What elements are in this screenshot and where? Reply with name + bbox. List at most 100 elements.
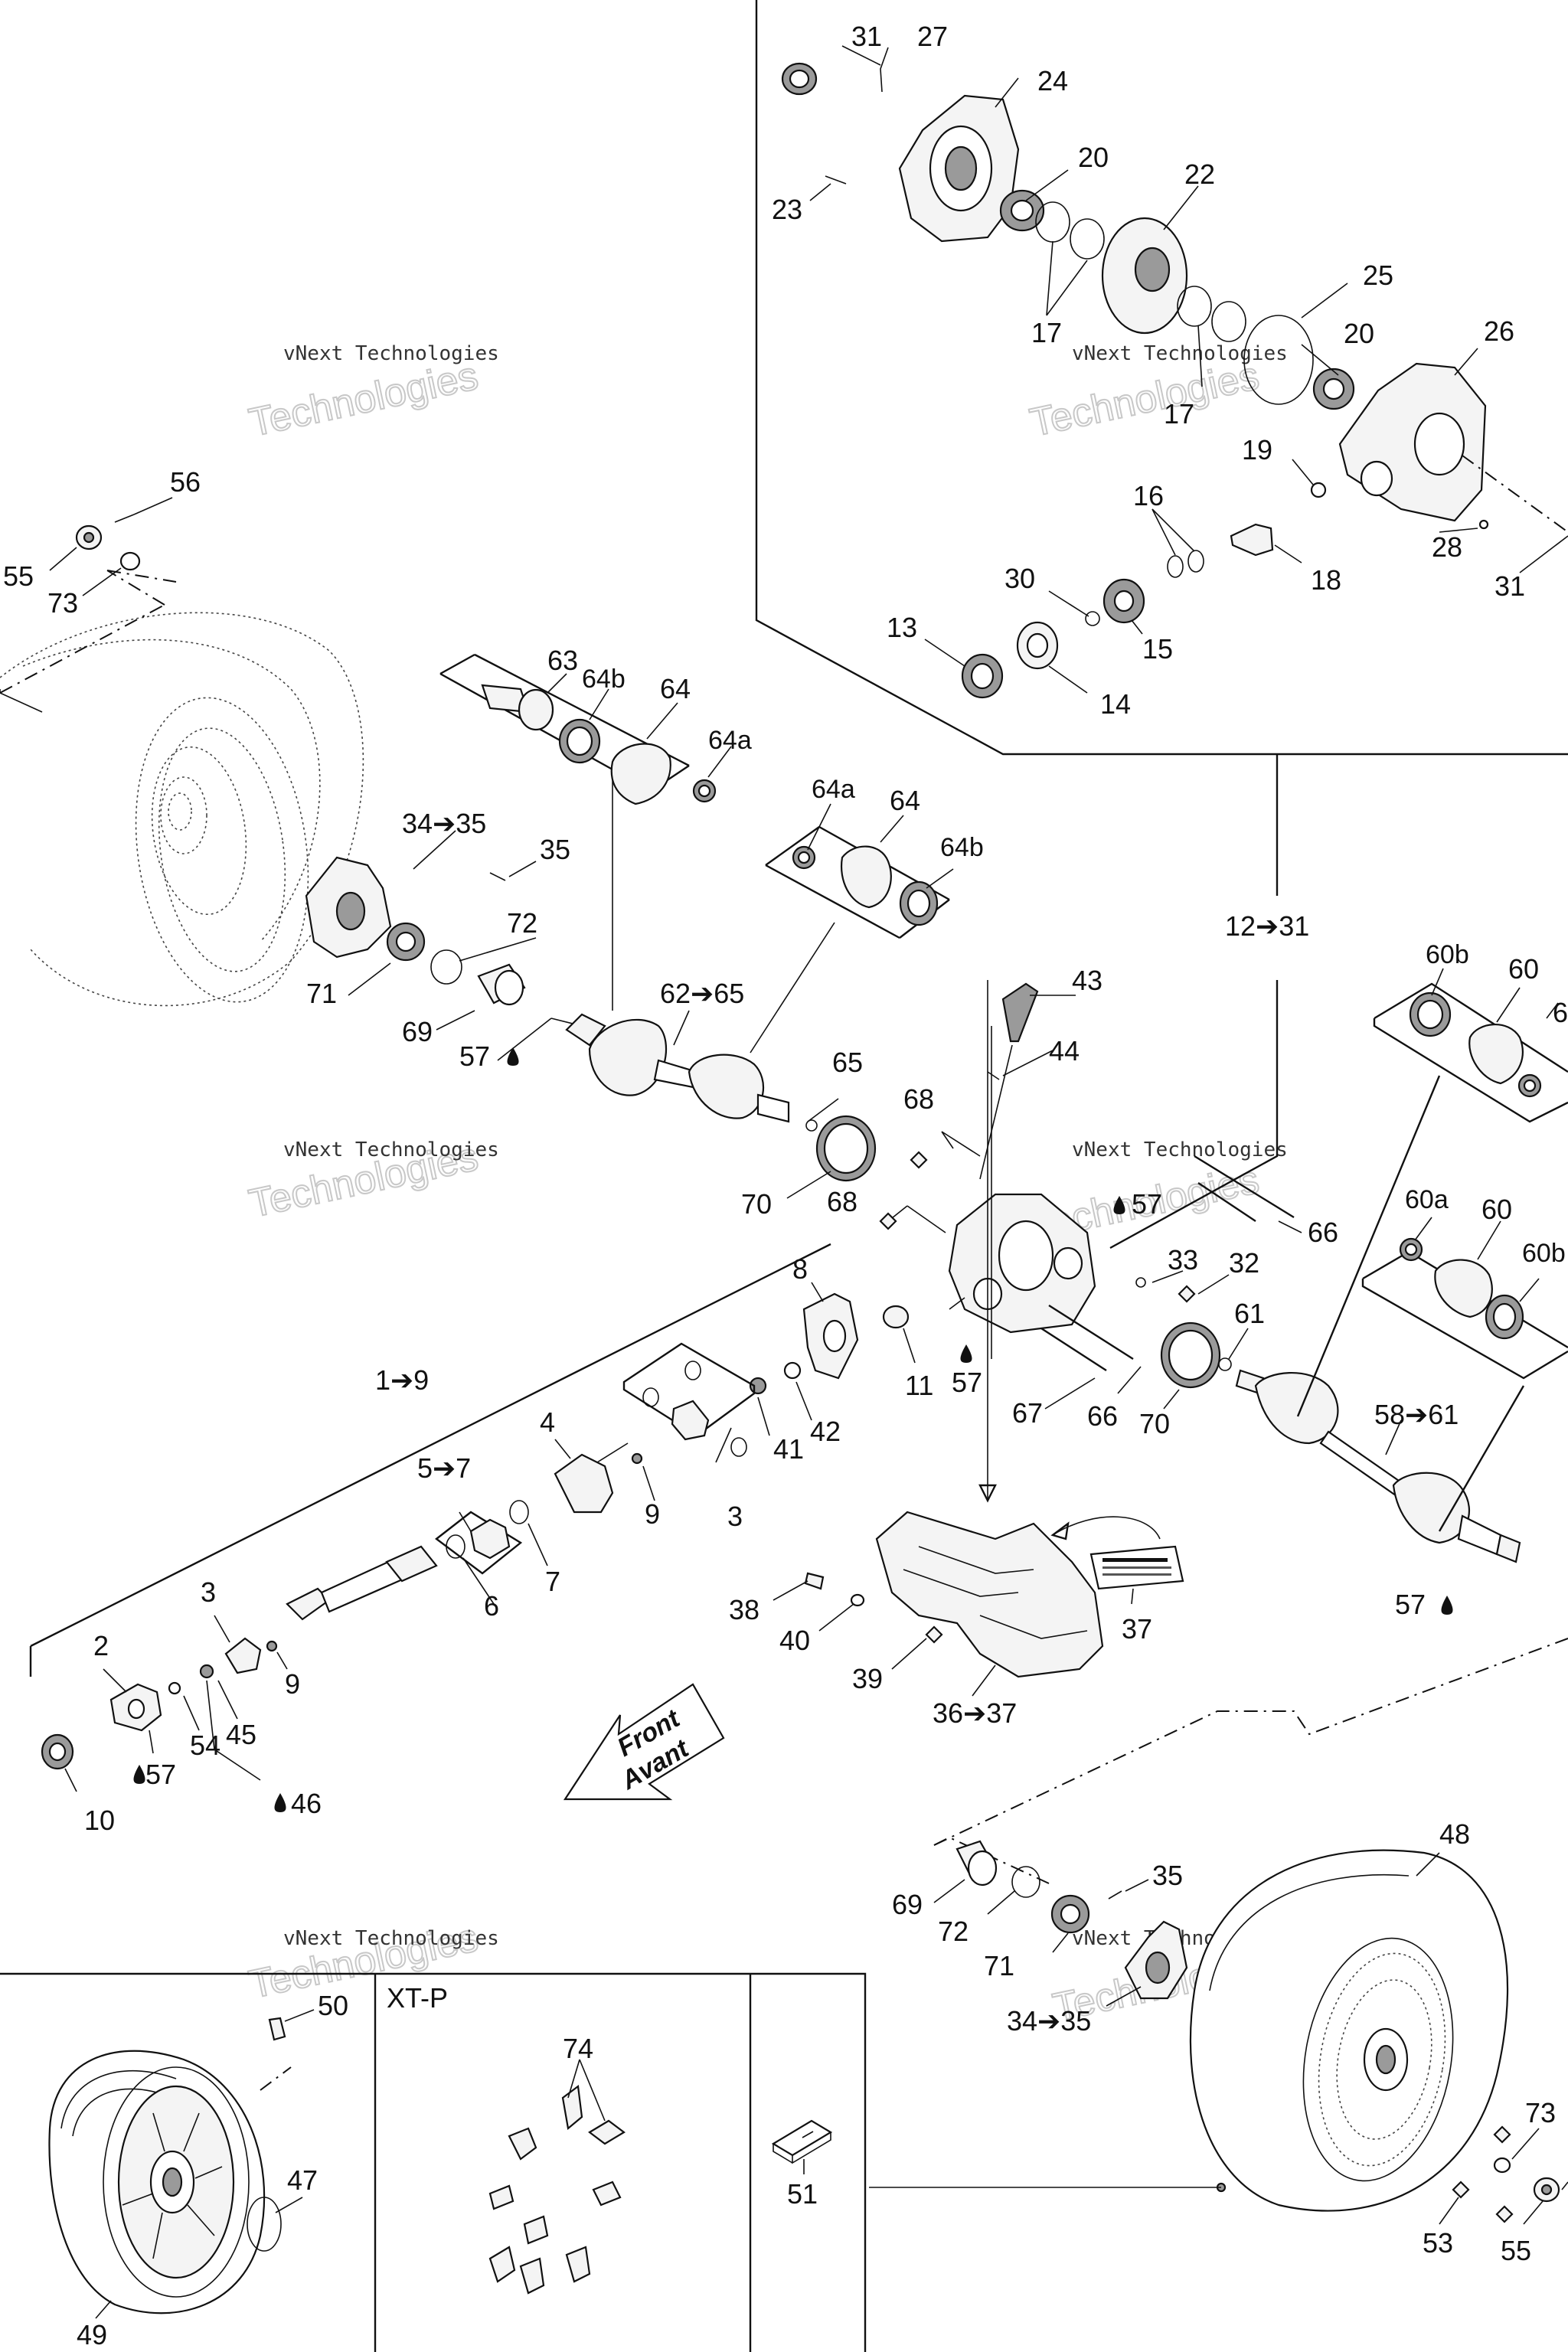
part-label-64-b: 64 (890, 785, 920, 816)
shims-17-bottom (1177, 286, 1246, 342)
part-label-31a: 31 (851, 21, 882, 52)
yoke-4 (554, 1453, 614, 1514)
part-label-66a: 66 (1308, 1217, 1338, 1248)
clip-kit-51 (771, 2119, 833, 2164)
stub-63 (481, 684, 554, 731)
part-label-41: 41 (773, 1433, 804, 1465)
bolts-66-top (1194, 1155, 1295, 1222)
nut-55-top (75, 524, 103, 550)
part-label-20b: 20 (1344, 318, 1374, 349)
leader-top-wheel (0, 604, 165, 694)
boot-60-bottom (1434, 1259, 1493, 1318)
part-label-72a: 72 (507, 907, 537, 939)
breather-tube (979, 1044, 1013, 1180)
clips-74 (488, 2084, 626, 2295)
clamp-64a-top (692, 779, 717, 803)
vent-tube-27 (880, 47, 889, 93)
pinion-18 (1230, 523, 1274, 557)
part-label-61: 61 (1234, 1298, 1265, 1329)
part-label-12-31: 12➔31 (1225, 910, 1309, 942)
part-label-73b: 73 (1525, 2097, 1556, 2128)
svg-text:vNext Technologies: vNext Technologies (1072, 1138, 1288, 1161)
part-label-64a-a: 64a (708, 726, 752, 755)
svg-text:vNext Technologies: vNext Technologies (283, 342, 499, 365)
prop-shaft-main (286, 1545, 438, 1621)
washer-40 (850, 1593, 865, 1607)
wheel-assembly-bottom-right (1189, 1849, 1509, 2212)
part-label-66b: 66 (1087, 1400, 1118, 1432)
part-label-40: 40 (779, 1625, 810, 1656)
drive-shaft-58 (1235, 1369, 1521, 1563)
part-label-70a: 70 (741, 1188, 772, 1220)
ring-7 (509, 1500, 529, 1524)
clip-30 (1085, 611, 1100, 626)
part-label-42: 42 (810, 1416, 841, 1447)
part-label-18: 18 (1311, 564, 1341, 596)
part-label-57b: 57 (1132, 1188, 1162, 1220)
bearing-69-bottom (956, 1840, 998, 1886)
part-label-2: 2 (93, 1630, 109, 1661)
part-label-16: 16 (1133, 480, 1164, 511)
part-label-63: 63 (547, 645, 578, 676)
nut-32 (1178, 1285, 1196, 1303)
nut-45 (199, 1664, 214, 1679)
part-label-25: 25 (1363, 260, 1393, 291)
clamp-60b-top (1409, 991, 1452, 1037)
part-label-17b: 17 (1164, 398, 1194, 430)
part-label-73a: 73 (47, 587, 78, 619)
part-labels: 31 27 24 20 23 22 17 25 20 26 17 19 16 1… (3, 21, 1568, 2350)
bearing-69-top (477, 963, 526, 1006)
cover-24 (898, 94, 1020, 243)
part-label-62-65: 62➔65 (660, 978, 744, 1009)
boot-64-mid (840, 845, 892, 909)
part-label-55b: 55 (1501, 2235, 1531, 2266)
stud-35-top (489, 872, 506, 881)
part-label-50: 50 (318, 1990, 348, 2021)
part-label-6: 6 (484, 1590, 499, 1622)
hub-34-bottom (1124, 1920, 1188, 2000)
part-label-56: 56 (170, 466, 201, 498)
wheel-assembly-top-left (0, 612, 364, 1007)
part-label-64b-a: 64b (582, 665, 626, 694)
oil-drop-icons (133, 1047, 1453, 1812)
front-direction-arrow: Front Avant (563, 1683, 725, 1801)
part-label-67: 67 (1012, 1397, 1043, 1429)
warning-label-37 (1089, 1545, 1184, 1590)
nut-53-b (1495, 2205, 1514, 2223)
clamp-60a-top (1517, 1073, 1542, 1098)
seal-13 (961, 653, 1004, 699)
part-label-3b: 3 (201, 1576, 216, 1608)
part-label-5-7: 5➔7 (417, 1452, 471, 1484)
xtp-panel-title: XT-P (387, 1982, 448, 2014)
grease-9-top (631, 1452, 643, 1465)
seal-71-bottom (1050, 1894, 1090, 1934)
part-label-68a: 68 (903, 1083, 934, 1115)
shims-17-top (1035, 201, 1105, 260)
part-label-68b: 68 (827, 1186, 858, 1217)
svg-text:vNext Technologies: vNext Technologies (1072, 342, 1288, 365)
prop-shaft-group-border (29, 1243, 831, 1673)
part-label-35a: 35 (540, 834, 570, 865)
boot-60-top (1468, 1024, 1524, 1085)
part-label-28: 28 (1432, 531, 1462, 563)
part-label-33: 33 (1168, 1244, 1198, 1276)
part-label-3a: 3 (727, 1501, 743, 1532)
part-label-69b: 69 (892, 1889, 923, 1920)
bottom-panels-border (0, 1972, 867, 2352)
boot-5-6 (469, 1518, 511, 1560)
skid-plate-36 (875, 1511, 1104, 1678)
part-label-57a: 57 (459, 1040, 490, 1072)
boot-64-top (610, 743, 671, 805)
nut-55-bottom (1533, 2177, 1560, 2203)
part-label-60b-a: 60b (1426, 940, 1469, 969)
part-label-57d: 57 (145, 1759, 176, 1790)
seal-10 (41, 1733, 74, 1770)
part-label-34-35a: 34➔35 (402, 808, 486, 839)
watermark-1: Technologies vNext Technologies (244, 342, 499, 446)
clip-61 (1218, 1357, 1232, 1371)
washer-73-top (119, 551, 141, 571)
part-label-22: 22 (1184, 158, 1215, 190)
washer-42 (783, 1361, 802, 1380)
boot-box-5-7 (435, 1511, 523, 1575)
part-label-65: 65 (832, 1047, 863, 1078)
